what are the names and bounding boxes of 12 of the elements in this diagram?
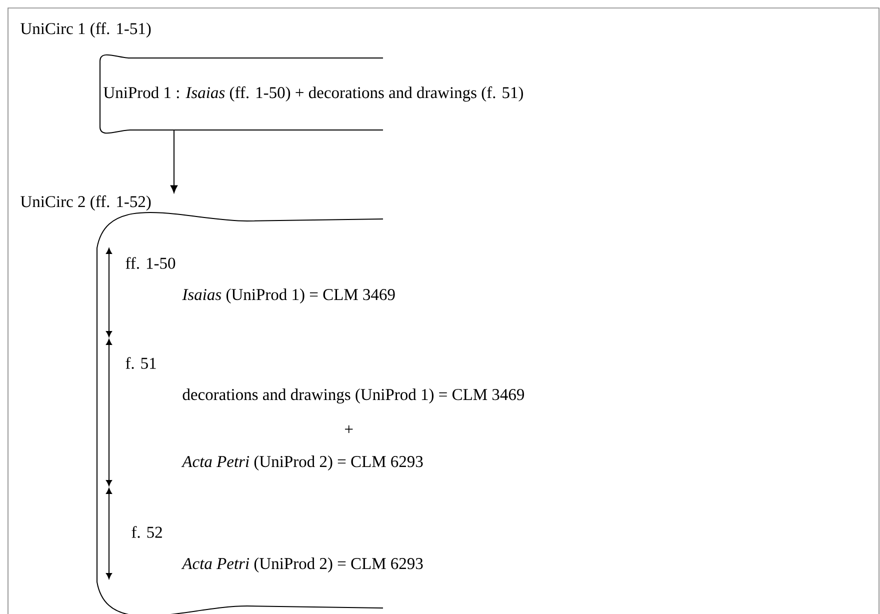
content-text: decorations and drawings (UniProd 1) = CLM 3469 (182, 388, 524, 404)
content-text: Acta Petri (UniProd 2) = CLM 6293 (181, 558, 423, 572)
folio-label: ff. 1-50 (126, 257, 176, 269)
heading-text: UniCirc 1 (ff. 1-51) (20, 22, 151, 38)
bracket: UniProd 1 : Isaias (ff. 1-50) + decorations and drawings (f. 51) (100, 54, 523, 134)
content-text: Isaias (UniProd 1) = CLM 3469 (182, 288, 395, 304)
folio-label: f. 52 (132, 526, 162, 538)
plus-sign: + (345, 425, 353, 434)
folio-label: f. 51 (126, 357, 156, 369)
content-text: Acta Petri (UniProd 2) = CLM 6293 (181, 456, 423, 470)
arrow (170, 130, 178, 193)
heading-text: UniCirc 2 (ff. 1-52) (20, 195, 151, 211)
